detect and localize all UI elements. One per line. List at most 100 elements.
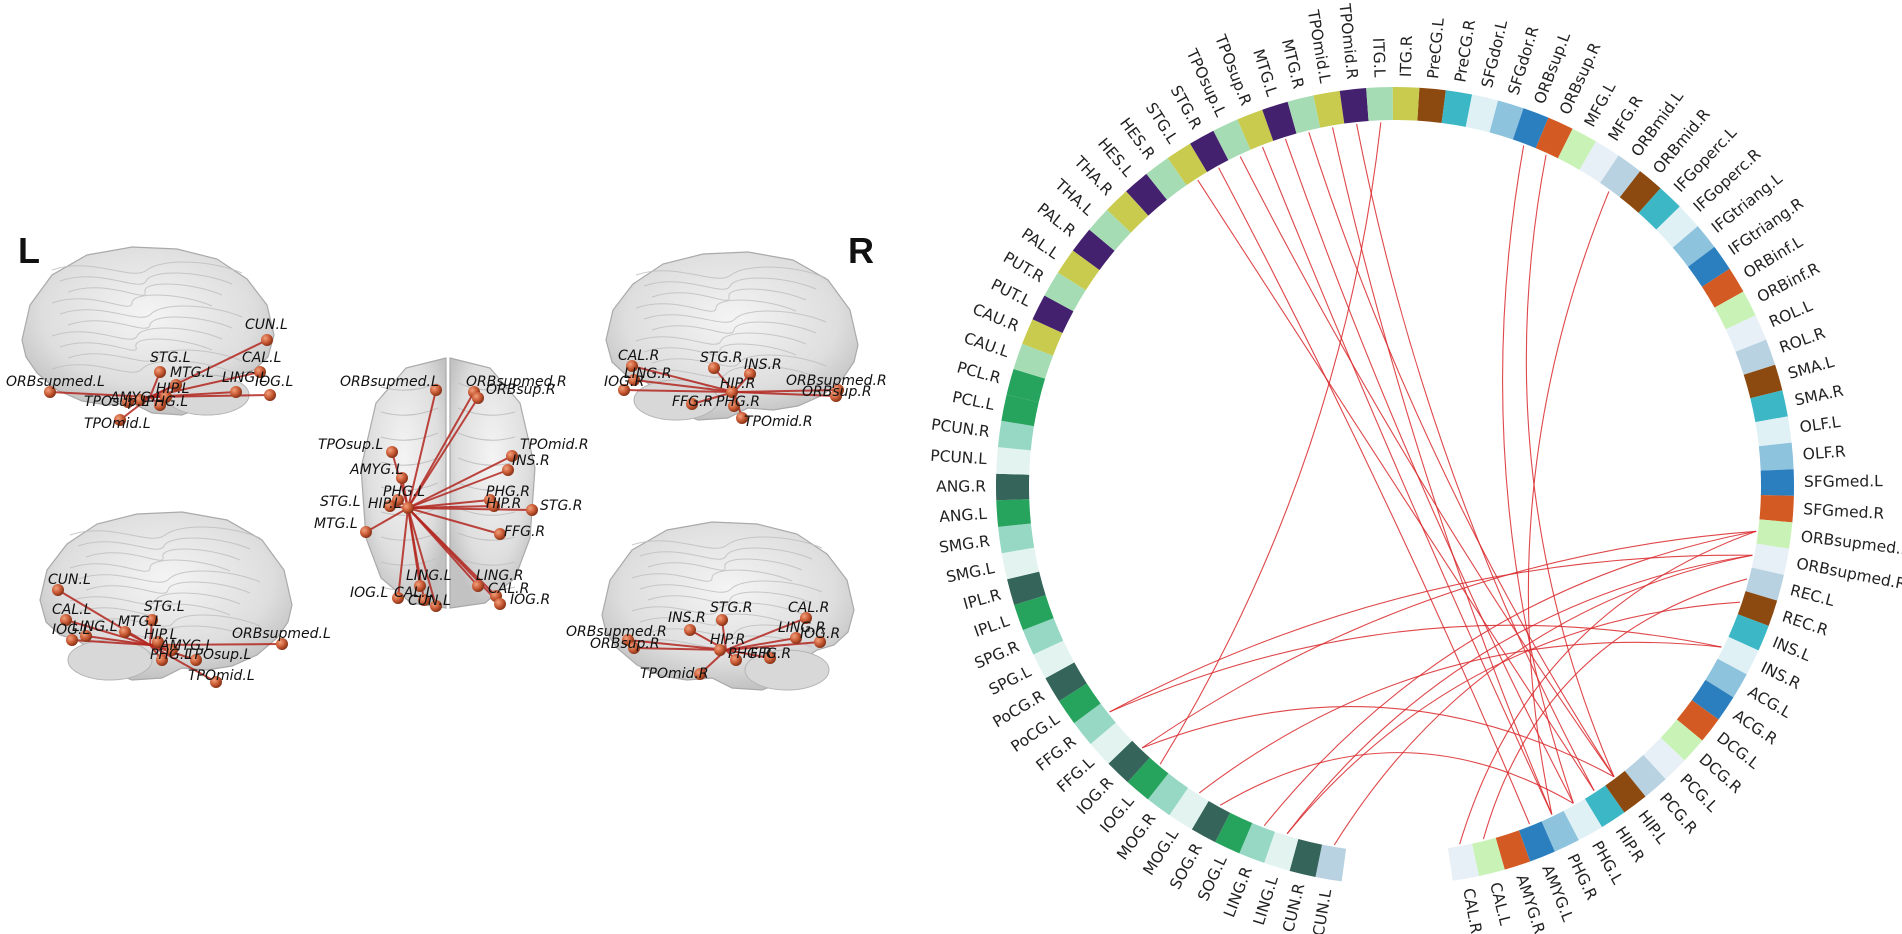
region-segment	[1146, 158, 1187, 200]
node-label: HIP.L	[144, 627, 177, 643]
region-segment	[1044, 272, 1086, 312]
region-segment	[1743, 364, 1783, 399]
node-label: CAL.L	[394, 585, 433, 601]
brain-node	[430, 600, 442, 612]
region-segment	[1169, 787, 1209, 830]
region-label: ANG.L	[939, 505, 988, 526]
gyrus-line	[67, 316, 233, 329]
connectogram-links	[1109, 122, 1757, 846]
region-label: CAL.R	[1459, 887, 1485, 934]
brain-node	[80, 630, 92, 642]
brain-edge	[49, 391, 151, 398]
connection-link	[1286, 601, 1741, 835]
connection-link	[1239, 156, 1615, 778]
node-label: HIP.L	[368, 496, 401, 512]
gyrus-line	[77, 570, 261, 583]
region-segment	[1579, 141, 1619, 183]
brain-node	[430, 384, 442, 396]
region-label: LING.R	[1220, 864, 1256, 920]
region-label: IPL.L	[972, 612, 1012, 641]
gyrus-line	[51, 360, 233, 373]
node-label: TPOsup.L	[186, 647, 251, 663]
brain-node	[628, 642, 640, 654]
region-segment	[1215, 812, 1253, 854]
region-segment	[1672, 226, 1715, 267]
region-segment	[1072, 229, 1115, 271]
node-label: STG.L	[144, 599, 185, 615]
region-segment	[1447, 843, 1479, 881]
node-label: PHG.R	[716, 394, 760, 410]
brain-node	[494, 528, 506, 540]
region-segment	[1725, 315, 1767, 352]
brain-node	[154, 399, 166, 411]
gyrus-line	[85, 614, 261, 627]
brain-node	[830, 390, 842, 402]
connection-link	[1482, 578, 1748, 840]
brain-edge	[631, 365, 735, 393]
region-segment	[1638, 188, 1680, 230]
gyrus-line	[639, 547, 813, 560]
node-label: INS.R	[512, 453, 550, 469]
brain-node	[44, 386, 56, 398]
region-label: MTG.L	[1249, 47, 1281, 99]
brain-edge	[407, 455, 513, 509]
brain-edge	[633, 379, 735, 393]
brain-edge	[407, 389, 437, 509]
region-segment	[1535, 117, 1573, 159]
region-label: ROL.L	[1766, 297, 1815, 332]
node-label: HIP.R	[486, 496, 521, 512]
brain-node	[736, 412, 748, 424]
brain-node	[686, 398, 698, 410]
region-label: CAU.R	[970, 300, 1022, 335]
connection-link	[1197, 179, 1595, 791]
region-segment	[1007, 571, 1046, 605]
region-segment	[1660, 719, 1703, 761]
region-label: HIP.L	[1634, 807, 1671, 847]
brain-surface	[21, 246, 275, 416]
node-label: HIP.R	[720, 376, 755, 392]
node-label: STG.L	[320, 494, 361, 510]
region-label: OLF.L	[1799, 413, 1842, 437]
connection-link	[1356, 123, 1595, 791]
node-label: MTG.L	[118, 614, 162, 630]
region-segment	[1366, 87, 1393, 121]
gyrus-line	[635, 266, 827, 279]
brain-edge	[407, 391, 475, 509]
region-segment	[1289, 838, 1323, 877]
brain-node	[386, 446, 398, 458]
connection-link	[1198, 641, 1722, 794]
region-segment	[1057, 250, 1100, 291]
region-label: MTG.R	[1278, 37, 1308, 91]
brain-node	[618, 384, 630, 396]
region-segment	[1001, 394, 1039, 427]
brain-edge	[407, 507, 501, 605]
node-label: HIP.R	[710, 632, 745, 648]
brain-node	[764, 652, 776, 664]
node-label: IOG.L	[255, 374, 293, 390]
region-label: ROL.R	[1777, 324, 1828, 357]
connection-link	[1308, 132, 1615, 778]
brain-edge	[733, 391, 837, 397]
region-segment	[1755, 416, 1792, 447]
brain-node	[472, 580, 484, 592]
node-label: ORBsupmed.L	[340, 374, 439, 390]
node-label: IOG.R	[510, 592, 550, 608]
region-segment	[1688, 246, 1730, 287]
gyrus-line	[59, 305, 243, 318]
region-label: SFGdor.L	[1478, 18, 1511, 89]
region-label: PreCG.L	[1424, 17, 1448, 80]
region-segment	[1750, 390, 1788, 423]
brain-node	[472, 392, 484, 404]
gyrus-line	[69, 559, 231, 572]
region-segment	[997, 420, 1034, 451]
region-segment	[1392, 86, 1420, 121]
brain-node	[414, 580, 426, 592]
node-label: ORBsupmed.R	[566, 624, 667, 640]
brain-node	[730, 654, 742, 666]
region-segment	[1339, 88, 1369, 124]
region-label: CAU.L	[962, 329, 1012, 361]
connection-link	[1527, 191, 1610, 815]
